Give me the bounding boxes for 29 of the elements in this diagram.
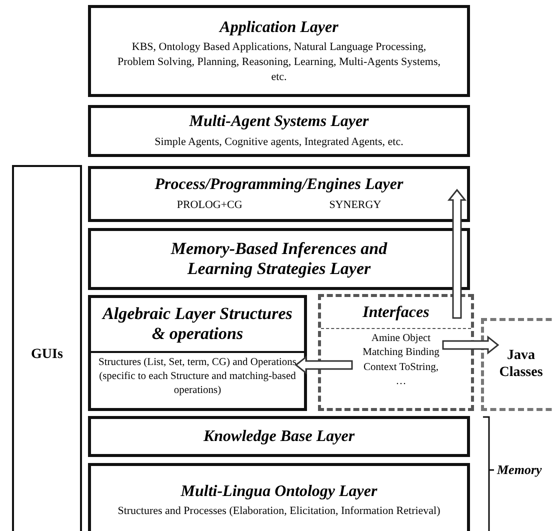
classes-label: Java Classes (498, 348, 544, 382)
layer-box (88, 463, 470, 531)
hollow-arrow (442, 335, 500, 355)
interface-title: Interfaces (362, 303, 430, 322)
layer-title: Application Layer (220, 18, 338, 37)
layer-box (88, 105, 470, 157)
gui-box (12, 165, 82, 531)
interface-list: Amine Object Matching Binding Context ToString, … (358, 329, 444, 392)
hollow-arrow (447, 188, 467, 319)
gui-label: GUIs (30, 346, 64, 364)
layer-title: Algebraic Layer Structures & operations (100, 304, 294, 345)
layer-description: Structures (List, Set, term, CG) and Operations (specific to each Structure and matching-based operations) (97, 356, 298, 398)
layer-title: Knowledge Base Layer (203, 426, 355, 446)
layer-title: Process/Programming/Engines Layer (154, 175, 404, 195)
layer-description: KBS, Ontology Based Applications, Natural Language Processing, Problem Solving, Planning, Reasoning, Learning, Multi-Agents Systems, etc. (116, 40, 442, 84)
layer-box (88, 416, 470, 457)
engine-name: PROLOG+CG (176, 198, 242, 213)
layer-title: Multi-Agent Systems Layer (189, 112, 369, 132)
group-label: Memory (497, 462, 542, 478)
layer-box (88, 5, 470, 97)
layer-box (88, 295, 307, 411)
engine-name: SYNERGY (329, 198, 382, 213)
layer-box (88, 166, 470, 222)
hollow-arrow (294, 355, 353, 375)
layer-title: Memory-Based Inferences and Learning Strategies Layer (170, 238, 388, 280)
layer-description: Simple Agents, Cognitive agents, Integrated Agents, etc. (154, 134, 404, 150)
layer-box (88, 228, 470, 290)
layer-title: Multi-Lingua Ontology Layer (180, 482, 378, 502)
layer-description: Structures and Processes (Elaboration, Elicitation, Information Retrieval) (116, 504, 442, 520)
